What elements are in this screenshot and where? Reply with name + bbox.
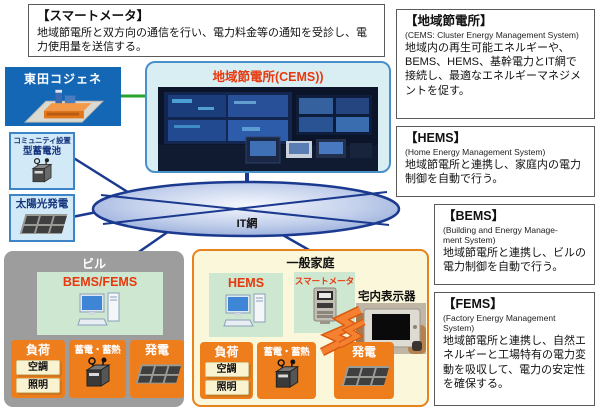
control-room-image [158, 87, 378, 171]
household-load-box: 負荷 空調 照明 [200, 342, 253, 399]
bems-info-body: 地域節電所と連携し、ビルの電力制御を自動で行う。 [443, 247, 586, 274]
cems-center-box: 地域節電所(CEMS)) [145, 61, 391, 173]
it-network-label: IT網 [236, 218, 258, 230]
computer-icon [77, 292, 120, 326]
building-storage-label: 蓄電・蓄熱 [74, 345, 121, 356]
solar-generation-label: 太陽光発電 [15, 198, 69, 210]
fems-info-body: 地域節電所と連携し、自然エネルギーと工場特有の電力変動を吸収して、電力の安定性を… [443, 335, 586, 390]
building-box: ビル BEMS/FEMS 負荷 空調 照明 蓄電・蓄熱 [4, 251, 184, 407]
building-system-label: BEMS/FEMS [62, 275, 138, 289]
battery-icon [84, 357, 111, 388]
bems-info-title: 【BEMS】 [443, 209, 505, 223]
solar-generation-box: 太陽光発電 [9, 194, 75, 242]
cems-info-body: 地域内の再生可能エネルギーや、BEMS、HEMS、基幹電力とIT網で接続し、最適… [405, 41, 581, 97]
building-aircon-label: 空調 [16, 360, 60, 376]
household-generation-label: 発電 [351, 345, 376, 359]
community-battery-label-1: コミュニティ設置 [13, 136, 71, 145]
hems-info-title: 【HEMS】 [405, 131, 467, 145]
building-generation-label: 発電 [144, 343, 169, 357]
hems-info-box: 【HEMS】 (Home Energy Management System) 地… [396, 126, 595, 197]
household-generation-box: 発電 [334, 342, 394, 399]
building-load-label: 負荷 [25, 343, 50, 357]
smart-meter-info-body: 地域節電所と双方向の通信を行い、電力料金等の通知を受診し、電力使用量を送信する。 [37, 26, 367, 53]
household-display-label: 宅内表示器 [358, 291, 416, 303]
household-smart-meter-label: スマートメータ [294, 276, 355, 286]
household-lighting-label: 照明 [204, 380, 249, 396]
solar-panel-icon [19, 214, 68, 235]
household-system-label: HEMS [227, 276, 265, 290]
building-title: ビル [81, 257, 106, 271]
building-generation-box: 発電 [130, 340, 184, 398]
household-box: 一般家庭 HEMS スマートメータ 宅 [192, 249, 429, 407]
household-title: 一般家庭 [286, 256, 335, 270]
smart-meter-icon [313, 287, 336, 325]
cems-center-label: 地域節電所(CEMS)) [212, 70, 324, 84]
fems-info-box: 【FEMS】 (Factory Energy Management System… [434, 292, 595, 406]
fems-info-title: 【FEMS】 [443, 297, 503, 311]
bems-info-box: 【BEMS】 (Building and Energy Manage- ment… [434, 204, 595, 285]
computer-icon [223, 293, 266, 327]
hems-info-body: 地域節電所と連携し、家庭内の電力制御を自動で行う。 [405, 158, 581, 186]
cogen-box: 東田コジェネ [5, 67, 121, 126]
battery-icon [31, 158, 53, 183]
smart-meter-info-box: 【スマートメータ】 地域節電所と双方向の通信を行い、電力料金等の通知を受診し、電… [28, 4, 385, 57]
bems-info-subtitle: (Building and Energy Manage- ment System… [443, 224, 558, 245]
building-bems-fems-panel: BEMS/FEMS [37, 272, 163, 335]
fems-info-subtitle: (Factory Energy Management System) [443, 312, 556, 333]
battery-icon [274, 359, 299, 389]
cems-info-title: 【地域節電所】 [405, 14, 493, 28]
network-chord-1 [100, 194, 390, 226]
cems-info-box: 【地域節電所】 (CEMS: Cluster Energy Management… [396, 9, 595, 119]
it-network-ellipse [91, 180, 401, 238]
cems-info-subtitle: (CEMS: Cluster Energy Management System) [405, 29, 579, 40]
cogen-label: 東田コジェネ [23, 72, 102, 86]
cogen-plant-icon [23, 89, 105, 123]
building-lighting-label: 照明 [16, 378, 60, 394]
solar-panel-icon [341, 366, 390, 387]
household-hems-panel: HEMS [209, 273, 283, 337]
building-load-box: 負荷 空調 照明 [11, 340, 65, 398]
network-chord-2 [102, 191, 388, 225]
household-storage-box: 蓄電・蓄熱 [257, 342, 316, 399]
household-smart-meter-panel: スマートメータ [294, 272, 355, 333]
community-battery-label-2: 型蓄電池 [22, 145, 61, 157]
household-aircon-label: 空調 [204, 362, 249, 378]
hems-info-subtitle: (Home Energy Management System) [405, 146, 546, 157]
smart-meter-info-title: 【スマートメータ】 [37, 9, 150, 23]
building-storage-box: 蓄電・蓄熱 [69, 340, 126, 398]
household-load-label: 負荷 [214, 345, 239, 359]
solar-panel-icon [135, 364, 182, 385]
community-battery-box: コミュニティ設置 型蓄電池 [9, 132, 75, 190]
household-storage-label: 蓄電・蓄熱 [263, 347, 310, 358]
